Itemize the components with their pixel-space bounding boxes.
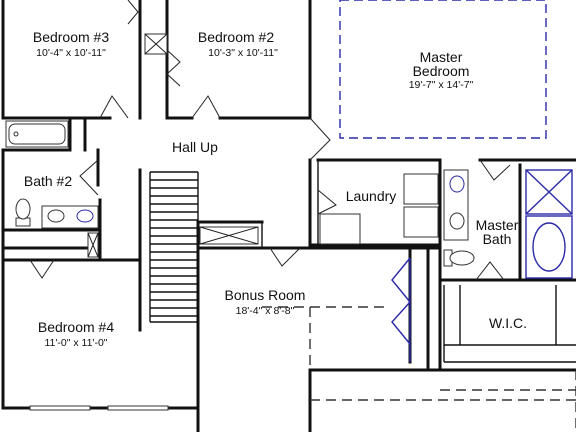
- laundry-name: Laundry: [346, 188, 397, 204]
- master-bedroom-dims: 19'-7" x 14'-7": [409, 79, 474, 91]
- wic-name: W.I.C.: [489, 315, 527, 331]
- bath2-name: Bath #2: [24, 173, 72, 189]
- windows: [29, 405, 169, 411]
- room-labels: Bedroom #3 10'-4" x 10'-11" Bedroom #2 1…: [24, 29, 527, 349]
- bedroom4-dims: 11'-0" x 11'-0": [44, 337, 107, 349]
- dashed-lines: [262, 0, 576, 432]
- doors: [29, 0, 511, 281]
- hall-up-name: Hall Up: [172, 139, 218, 155]
- master-bath-name-line2: Bath: [483, 231, 512, 247]
- master-tub: [525, 215, 573, 279]
- bedroom2-name: Bedroom #2: [198, 29, 274, 45]
- washer: [403, 206, 439, 238]
- master-bath-name-line1: Master: [476, 217, 519, 233]
- bedroom3-name: Bedroom #3: [33, 29, 109, 45]
- bonus-room-dims: 18'-4" x 8'-8": [236, 305, 295, 317]
- shower: [525, 169, 573, 215]
- tray-ceiling: [339, 0, 547, 139]
- master-bedroom-name-line2: Bedroom: [413, 63, 470, 79]
- bedroom3-dims: 10'-4" x 10'-11": [36, 47, 106, 59]
- fixtures: [5, 33, 573, 323]
- bedroom2-dims: 10'-3" x 10'-11": [208, 47, 278, 59]
- dryer: [403, 173, 439, 205]
- bedroom4-name: Bedroom #4: [38, 319, 114, 335]
- bonus-room-name: Bonus Room: [225, 287, 306, 303]
- staircase: [150, 179, 198, 323]
- master-bedroom-name-line1: Master: [420, 49, 463, 65]
